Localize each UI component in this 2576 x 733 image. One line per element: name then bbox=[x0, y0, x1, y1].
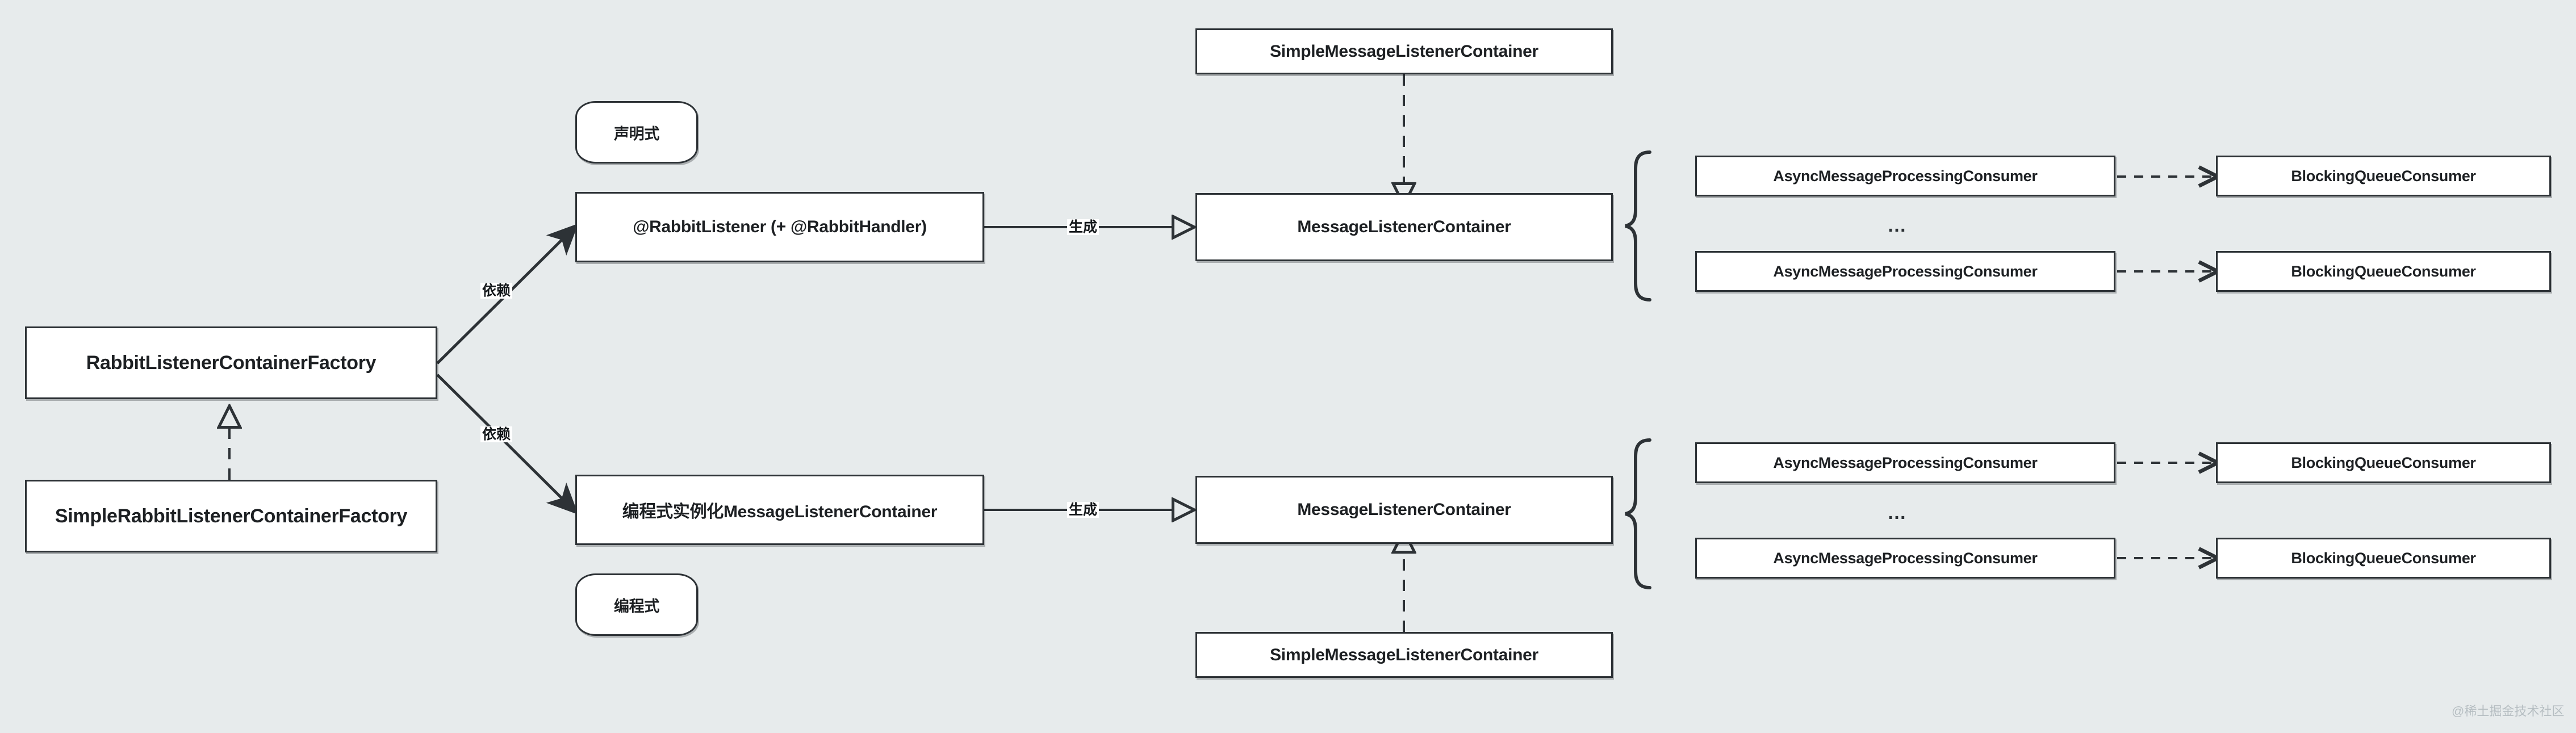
node-label: SimpleMessageListenerContainer bbox=[1270, 41, 1538, 61]
ellipsis-top: … bbox=[1887, 215, 1908, 236]
node-blocking-queue-consumer-top-1[interactable]: BlockingQueueConsumer bbox=[2216, 156, 2551, 196]
node-rabbit-listener-annotation[interactable]: @RabbitListener (+ @RabbitHandler) bbox=[575, 192, 984, 262]
node-label: AsyncMessageProcessingConsumer bbox=[1773, 167, 2038, 185]
brace-bottom bbox=[1625, 438, 1651, 589]
node-label: 编程式实例化MessageListenerContainer bbox=[622, 502, 938, 521]
edge-dependency-lower bbox=[436, 374, 579, 515]
watermark: @稀土掘金技术社区 bbox=[2452, 704, 2565, 718]
node-async-consumer-top-2[interactable]: AsyncMessageProcessingConsumer bbox=[1695, 251, 2115, 292]
node-label: @RabbitListener (+ @RabbitHandler) bbox=[633, 217, 927, 236]
node-label: 编程式 bbox=[613, 597, 660, 615]
node-simple-message-listener-container-bottom[interactable]: SimpleMessageListenerContainer bbox=[1195, 632, 1613, 678]
node-label: MessageListenerContainer bbox=[1297, 500, 1511, 519]
node-async-consumer-bottom-1[interactable]: AsyncMessageProcessingConsumer bbox=[1695, 442, 2115, 483]
node-rabbit-listener-container-factory[interactable]: RabbitListenerContainerFactory bbox=[25, 326, 437, 399]
node-label: AsyncMessageProcessingConsumer bbox=[1773, 549, 2038, 567]
node-message-listener-container-top[interactable]: MessageListenerContainer bbox=[1195, 193, 1613, 261]
node-programmatic-tag[interactable]: 编程式 bbox=[575, 573, 698, 636]
node-async-consumer-bottom-2[interactable]: AsyncMessageProcessingConsumer bbox=[1695, 538, 2115, 579]
node-label: AsyncMessageProcessingConsumer bbox=[1773, 262, 2038, 280]
edge-label-dependency-lower: 依赖 bbox=[480, 426, 513, 443]
node-label: BlockingQueueConsumer bbox=[2291, 262, 2476, 280]
node-label: AsyncMessageProcessingConsumer bbox=[1773, 454, 2038, 471]
node-label: BlockingQueueConsumer bbox=[2291, 549, 2476, 567]
node-label: RabbitListenerContainerFactory bbox=[86, 351, 377, 374]
edge-label-generates-upper: 生成 bbox=[1067, 219, 1099, 236]
node-label: MessageListenerContainer bbox=[1297, 217, 1511, 236]
node-programmatic-instantiation[interactable]: 编程式实例化MessageListenerContainer bbox=[575, 475, 984, 545]
node-blocking-queue-consumer-bottom-2[interactable]: BlockingQueueConsumer bbox=[2216, 538, 2551, 579]
node-label: SimpleMessageListenerContainer bbox=[1270, 645, 1538, 664]
node-label: BlockingQueueConsumer bbox=[2291, 167, 2476, 185]
node-message-listener-container-bottom[interactable]: MessageListenerContainer bbox=[1195, 476, 1613, 544]
node-declarative-tag[interactable]: 声明式 bbox=[575, 101, 698, 164]
node-simple-rabbit-listener-container-factory[interactable]: SimpleRabbitListenerContainerFactory bbox=[25, 480, 437, 552]
node-label: SimpleRabbitListenerContainerFactory bbox=[55, 505, 408, 527]
node-async-consumer-top-1[interactable]: AsyncMessageProcessingConsumer bbox=[1695, 156, 2115, 196]
edge-label-generates-lower: 生成 bbox=[1067, 502, 1099, 518]
ellipsis-bottom: … bbox=[1887, 502, 1908, 523]
node-blocking-queue-consumer-bottom-1[interactable]: BlockingQueueConsumer bbox=[2216, 442, 2551, 483]
node-label: 声明式 bbox=[613, 125, 660, 143]
node-simple-message-listener-container-top[interactable]: SimpleMessageListenerContainer bbox=[1195, 28, 1613, 74]
node-blocking-queue-consumer-top-2[interactable]: BlockingQueueConsumer bbox=[2216, 251, 2551, 292]
brace-top bbox=[1625, 150, 1651, 301]
node-label: BlockingQueueConsumer bbox=[2291, 454, 2476, 471]
edge-label-dependency-upper: 依赖 bbox=[480, 283, 513, 299]
